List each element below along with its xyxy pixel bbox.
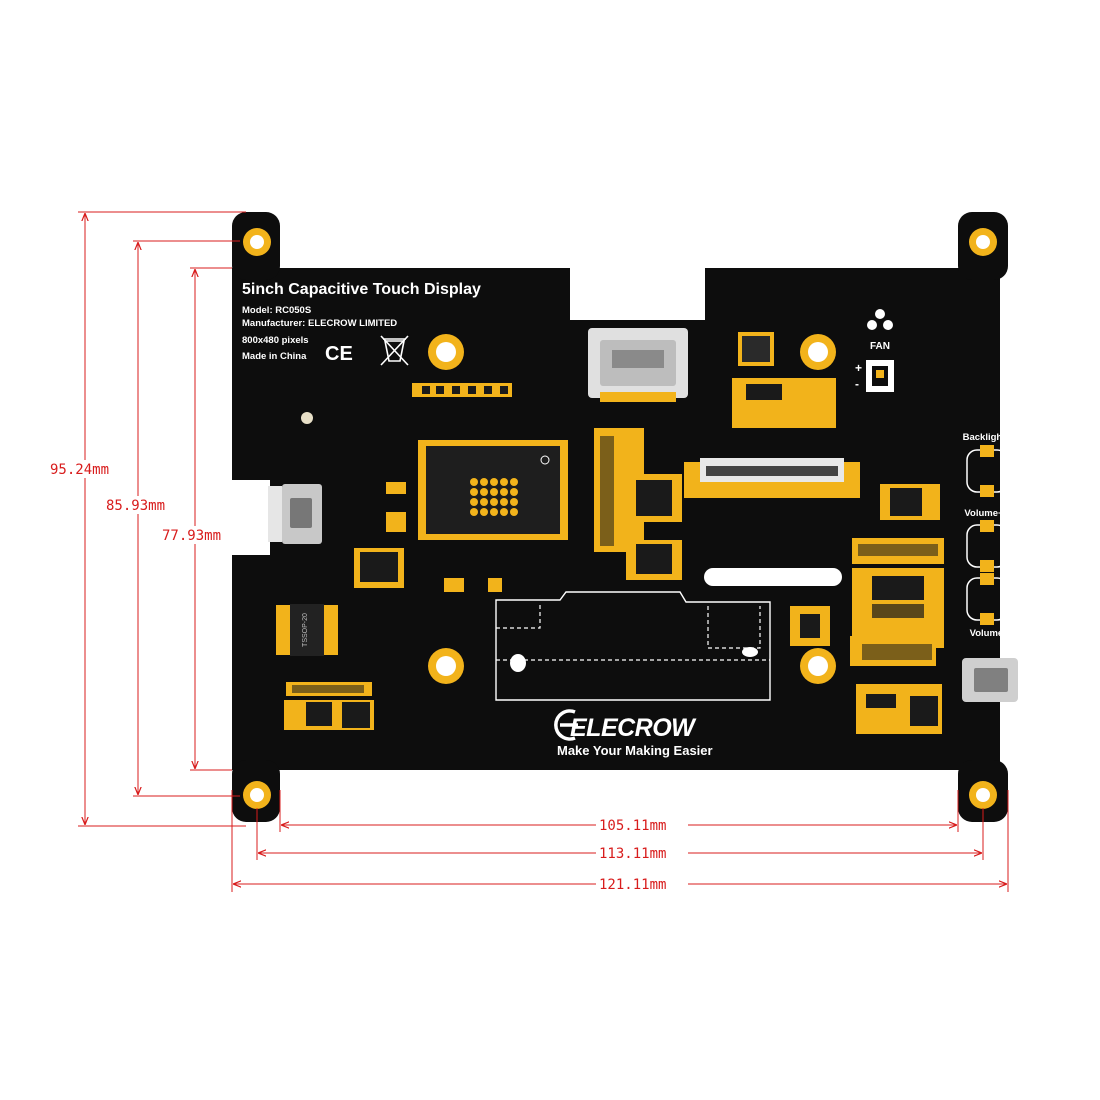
mounting-hole (969, 228, 997, 256)
status-led (301, 412, 313, 424)
volume-down-button[interactable] (966, 573, 1008, 625)
backlight-button[interactable] (966, 445, 1008, 497)
elecrow-brand: ELECROW (570, 714, 697, 742)
micro-usb-right (962, 658, 1018, 702)
hdmi-connector (588, 328, 688, 402)
expansion-pad (742, 647, 758, 657)
weee-bin-icon (380, 335, 409, 366)
ffc-connector (684, 458, 860, 498)
inductor-body (742, 336, 770, 362)
dimension-labels: 95.24mm 85.93mm 77.93mm 105.11mm 113.11m… (48, 460, 688, 893)
mounting-hole (243, 228, 271, 256)
pcb-board: 5inch Capacitive Touch Display Model: RC… (232, 212, 1018, 822)
mounting-hole (800, 648, 836, 684)
dimension-label-width-overall: 121.11mm (599, 877, 666, 893)
manufacturer-label: Manufacturer: ELECROW LIMITED (242, 318, 397, 329)
expansion-pad (510, 654, 526, 672)
tssop-chip-label: TSSOP-20 (302, 613, 309, 647)
fan-minus-label: - (855, 377, 859, 391)
dimension-label-height-holes: 85.93mm (106, 498, 165, 514)
board-title: 5inch Capacitive Touch Display (242, 281, 481, 298)
expansion-area-dashed (496, 604, 770, 661)
model-label: Model: RC050S (242, 305, 311, 316)
ce-mark: CE (325, 343, 353, 365)
resolution-label: 800x480 pixels (242, 335, 309, 346)
mounting-hole (243, 781, 271, 809)
elecrow-logo-icon (554, 709, 578, 741)
dimension-label-height-body: 77.93mm (162, 528, 221, 544)
elecrow-slogan: Make Your Making Easier (557, 743, 713, 758)
fan-icon (867, 309, 893, 330)
board-slot (704, 568, 842, 586)
tssop-chip: TSSOP-20 (276, 604, 338, 656)
expansion-area-outline (495, 591, 771, 701)
mounting-hole (969, 781, 997, 809)
main-controller-chip (418, 440, 568, 540)
mounting-hole (800, 334, 836, 370)
fan-label: FAN (870, 341, 890, 352)
fan-connector (866, 360, 894, 392)
dimension-label-height-overall: 95.24mm (50, 462, 109, 478)
volume-down-label: Volume- (970, 628, 1007, 639)
mounting-hole (428, 648, 464, 684)
dimension-label-width-holes: 113.11mm (599, 846, 666, 862)
mounting-hole (428, 334, 464, 370)
fan-plus-label: + (855, 361, 862, 375)
backlight-label: Backlight (963, 432, 1007, 443)
micro-usb-left (268, 484, 322, 544)
volume-up-label: Volume+ (964, 508, 1004, 519)
smd-packages (292, 384, 938, 728)
dimension-label-width-inner: 105.11mm (599, 818, 666, 834)
volume-up-button[interactable] (966, 520, 1008, 572)
origin-label: Made in China (242, 351, 307, 362)
